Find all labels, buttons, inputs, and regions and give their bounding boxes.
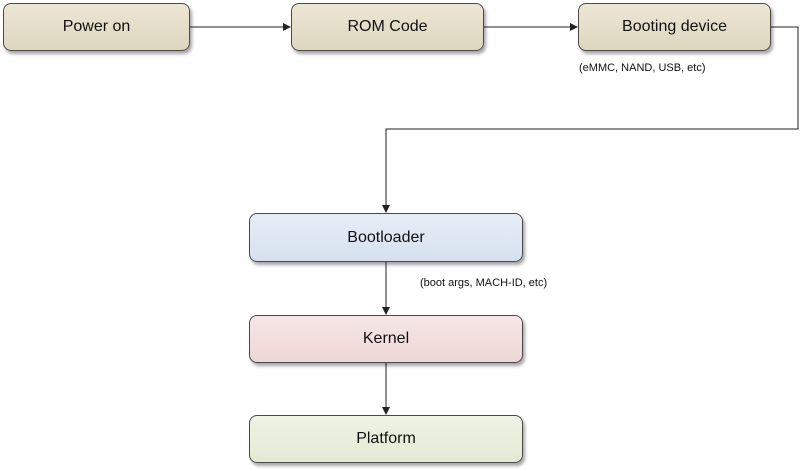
platform-node: Platform [249,415,523,463]
power-on-node: Power on [3,3,190,51]
arrow-booting-to-bootloader [382,26,799,213]
bootloader-note: (boot args, MACH-ID, etc) [420,277,548,289]
bootloader-node: Bootloader [249,213,523,262]
rom-code-node: ROM Code [291,3,484,51]
kernel-node: Kernel [249,315,523,363]
booting-device-node: Booting device [578,3,771,51]
booting-device-note: (eMMC, NAND, USB, etc) [579,62,706,74]
